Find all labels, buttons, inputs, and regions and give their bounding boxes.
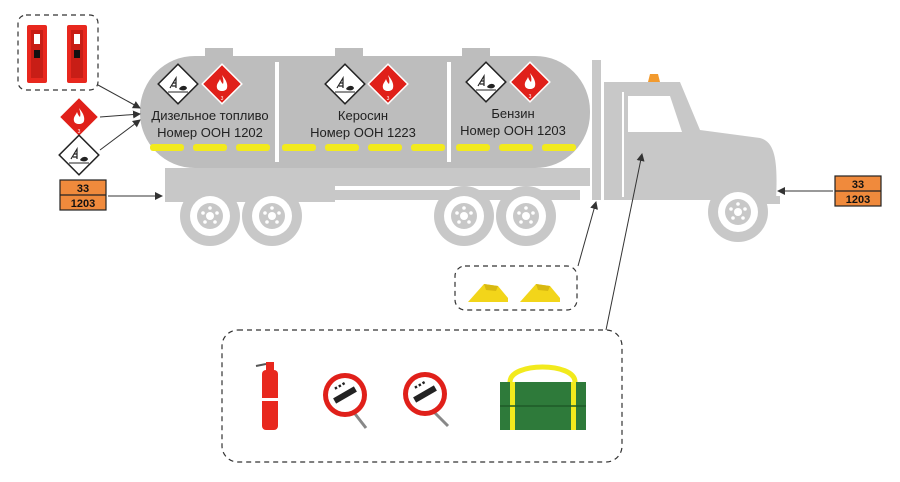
svg-text:■ ■ ■: ■ ■ ■ <box>413 380 426 391</box>
plate-left-un-number: 1203 <box>71 198 95 210</box>
emergency-kit-bag-icon <box>500 364 586 430</box>
warning-stop-sign-icon: ■ ■ ■ <box>323 373 368 429</box>
cab-window <box>628 96 682 132</box>
compartment-2-un: Номер ООН 1223 <box>310 125 416 140</box>
reflective-stripes <box>150 144 576 151</box>
cab-door-line <box>622 92 624 197</box>
compartment-1-name: Дизельное топливо <box>151 108 268 123</box>
callout-arrows <box>97 84 833 331</box>
exhaust-pipe <box>592 60 601 200</box>
tank-top-hatch-1 <box>205 48 233 56</box>
wheel-chocks-group <box>454 265 578 311</box>
chassis-frame <box>165 168 590 186</box>
orange-plate-left: 33 1203 <box>59 179 107 211</box>
flammable-diamond-icon <box>58 96 100 138</box>
wheel-front <box>708 182 768 242</box>
tank-divider-2 <box>447 62 451 162</box>
env-diamond-icon <box>58 134 100 176</box>
side-box-rear <box>180 190 580 200</box>
compartment-3-un: Номер ООН 1203 <box>460 123 566 138</box>
compartment-1-un: Номер ООН 1202 <box>157 125 263 140</box>
plate-right-hazard-code: 33 <box>852 179 864 191</box>
wheel-chock-icon <box>468 284 508 302</box>
wheel-mid-1 <box>434 186 494 246</box>
wheel-chock-icon <box>520 284 560 302</box>
extinguisher-cabinet-icon <box>27 25 47 83</box>
wheel-mid-2 <box>496 186 556 246</box>
svg-text:■ ■ ■: ■ ■ ■ <box>333 381 346 392</box>
dashed-frame <box>454 265 578 311</box>
dashed-frame <box>17 14 99 91</box>
wheel-rear-2 <box>242 186 302 246</box>
tank-divider-1 <box>275 62 279 162</box>
tanker-truck <box>140 48 780 246</box>
extinguisher-cabinet-icon <box>67 25 87 83</box>
warning-stop-sign-icon: ■ ■ ■ <box>403 372 450 428</box>
compartment-labels: Дизельное топливо Номер ООН 1202 Керосин… <box>151 106 565 140</box>
orange-plate-right: 33 1203 <box>834 175 882 207</box>
equipment-group: ■ ■ ■ ■ ■ ■ <box>221 329 623 463</box>
fire-extinguisher-icon <box>255 362 278 430</box>
compartment-2-name: Керосин <box>338 108 388 123</box>
plate-right-un-number: 1203 <box>846 194 870 206</box>
dashed-frame <box>221 329 623 463</box>
wheel-rear-1 <box>180 186 240 246</box>
tank-top-hatch-3 <box>462 48 490 56</box>
extinguisher-cabinets-group <box>17 14 99 91</box>
plate-left-hazard-code: 33 <box>77 183 89 195</box>
beacon-light <box>648 74 660 82</box>
compartment-3-name: Бензин <box>491 106 534 121</box>
tank-top-hatch-2 <box>335 48 363 56</box>
